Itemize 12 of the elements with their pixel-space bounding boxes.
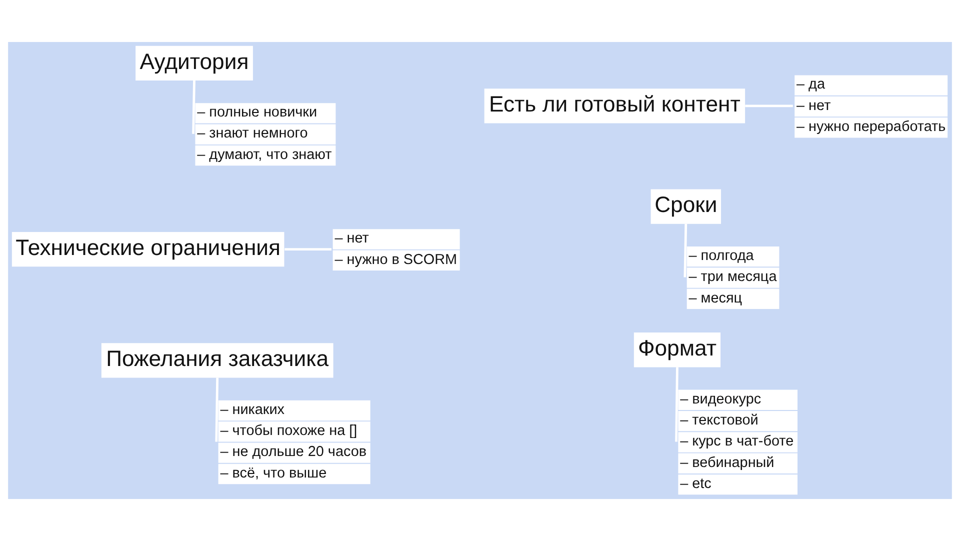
node-box: Есть ли готовый контент: [484, 88, 746, 123]
node-box: Формат: [634, 332, 721, 367]
node-box: Технические ограничения: [12, 232, 284, 266]
connector: [284, 248, 332, 250]
node-box: Сроки: [650, 188, 721, 224]
connector: [684, 223, 688, 277]
node-box: Пожелания заказчика: [101, 342, 334, 378]
connector: [192, 80, 196, 134]
node-box: Аудитория: [136, 45, 253, 80]
connector: [215, 377, 219, 442]
connector: [675, 366, 678, 442]
connector: [745, 104, 793, 107]
